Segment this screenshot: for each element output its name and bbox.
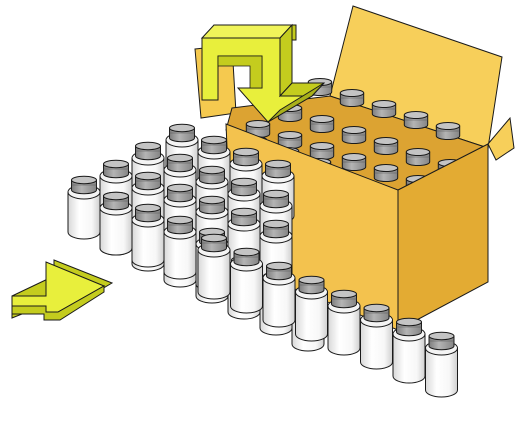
- jar-icon: [164, 216, 196, 279]
- jar-icon: [342, 153, 365, 170]
- jar-icon: [340, 89, 363, 106]
- jar-icon: [310, 142, 333, 159]
- jar-icon: [263, 262, 295, 327]
- jar-icon: [372, 100, 395, 117]
- jar-icon: [132, 204, 164, 267]
- jar-icon: [436, 122, 459, 139]
- jar-icon: [374, 164, 397, 181]
- jar-icon: [374, 137, 397, 154]
- arrow-right-icon: [12, 260, 112, 320]
- jar-icon: [68, 176, 100, 239]
- jar-icon: [342, 126, 365, 143]
- jar-icon: [198, 234, 230, 299]
- jar-icon: [404, 111, 427, 128]
- jar-icon: [296, 276, 328, 341]
- jar-icon: [361, 304, 393, 369]
- jar-icon: [310, 115, 333, 132]
- jar-icon: [393, 318, 425, 383]
- jar-icon: [328, 290, 360, 355]
- jar-icon: [231, 248, 263, 313]
- jar-icon: [426, 332, 458, 397]
- jar-icon: [406, 148, 429, 165]
- jar-icon: [100, 192, 132, 255]
